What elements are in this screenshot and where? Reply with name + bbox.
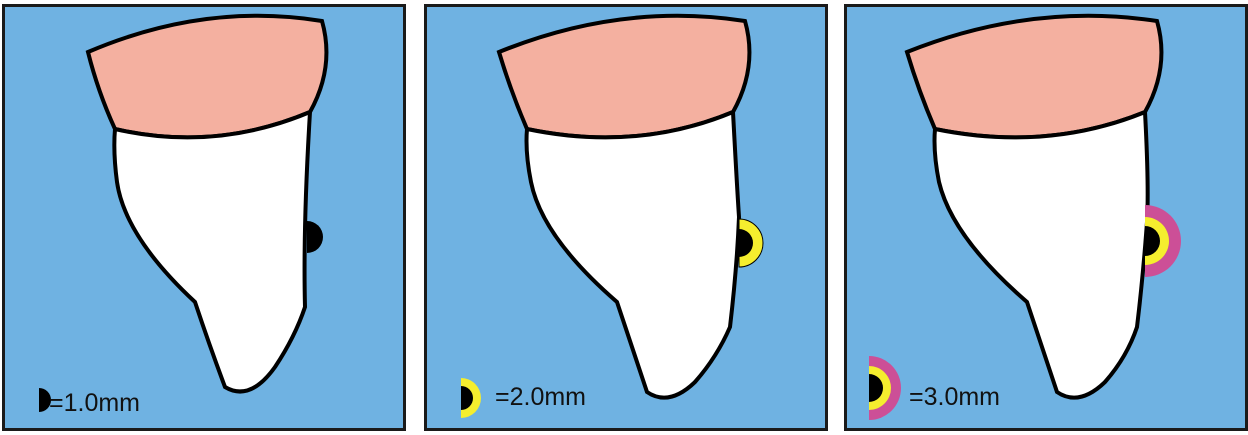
tooth-crown	[114, 112, 310, 392]
tooth-crown	[935, 112, 1148, 398]
tooth-diagram-1	[5, 7, 403, 428]
legend: =3.0mm	[847, 368, 1245, 428]
legend-label: =3.0mm	[909, 383, 1000, 412]
legend-label: =2.0mm	[495, 383, 586, 412]
tooth-crown	[527, 112, 740, 398]
legend: =2.0mm	[427, 368, 825, 428]
legend-label: =1.0mm	[49, 389, 140, 418]
lesion-marker	[739, 219, 763, 267]
tooth-diagram-2	[427, 7, 825, 428]
diagram-panel-1: =1.0mm	[2, 4, 406, 431]
legend: =1.0mm	[5, 368, 403, 428]
diagram-panel-2: =2.0mm	[424, 4, 828, 431]
lesion-marker	[1145, 205, 1181, 277]
lesion-marker	[307, 221, 323, 253]
diagram-panel-3: =3.0mm	[844, 4, 1248, 431]
